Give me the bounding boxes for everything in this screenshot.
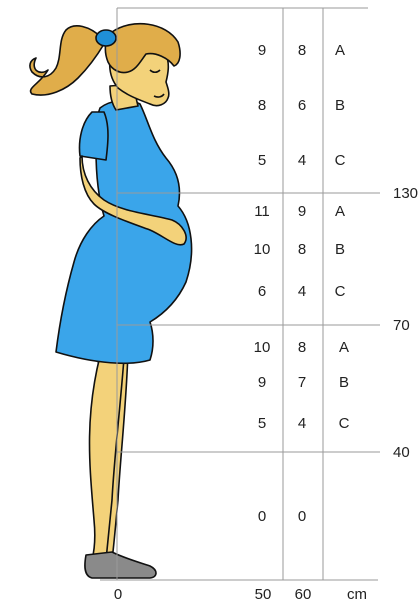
axis-origin-label: 0 <box>114 586 122 603</box>
value-50cm: 9 <box>258 42 266 59</box>
value-50cm: 10 <box>254 339 271 356</box>
value-60cm: 9 <box>298 203 306 220</box>
value-50cm: 6 <box>258 283 266 300</box>
value-50cm: 11 <box>254 203 270 220</box>
row-category-letter: C <box>335 283 346 300</box>
value-50cm: 8 <box>258 97 266 114</box>
height-boundary-label: 130 <box>393 185 418 202</box>
row-category-letter: B <box>335 97 345 114</box>
ponytail <box>30 26 104 95</box>
shoe <box>85 552 156 578</box>
sleeve <box>80 112 109 160</box>
pregnant-woman-figure <box>30 24 192 578</box>
value-50cm: 10 <box>254 241 271 258</box>
row-category-letter: C <box>339 415 350 432</box>
row-category-letter: A <box>335 203 345 220</box>
row-category-letter: B <box>335 241 345 258</box>
row-category-letter: C <box>335 152 346 169</box>
axis-50cm-label: 50 <box>255 586 272 603</box>
height-boundary-label: 40 <box>393 444 410 461</box>
value-50cm: 0 <box>258 508 266 525</box>
value-60cm: 6 <box>298 97 306 114</box>
axis-unit-label: cm <box>347 586 367 603</box>
value-60cm: 7 <box>298 374 306 391</box>
row-category-letter: A <box>339 339 349 356</box>
value-50cm: 5 <box>258 415 266 432</box>
value-60cm: 4 <box>298 152 306 169</box>
value-60cm: 0 <box>298 508 306 525</box>
height-boundary-label: 70 <box>393 317 410 334</box>
row-category-letter: B <box>339 374 349 391</box>
value-60cm: 8 <box>298 42 306 59</box>
value-60cm: 8 <box>298 339 306 356</box>
hair-tie <box>96 30 116 46</box>
value-50cm: 5 <box>258 152 266 169</box>
value-60cm: 8 <box>298 241 306 258</box>
value-50cm: 9 <box>258 374 266 391</box>
row-category-letter: A <box>335 42 345 59</box>
value-60cm: 4 <box>298 283 306 300</box>
value-60cm: 4 <box>298 415 306 432</box>
axis-60cm-label: 60 <box>295 586 312 603</box>
